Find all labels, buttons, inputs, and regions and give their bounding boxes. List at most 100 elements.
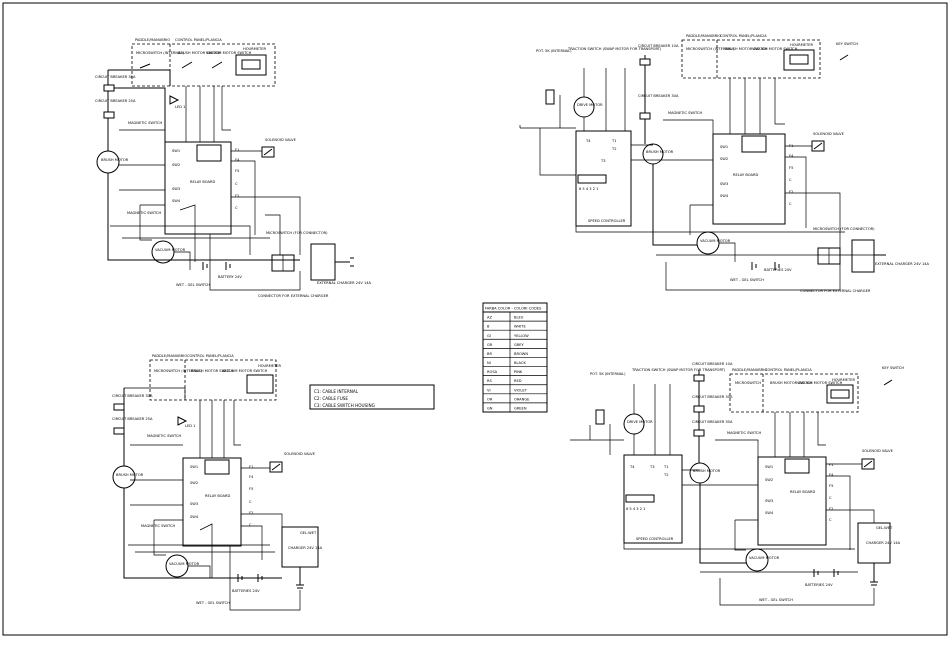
relay-block (196, 144, 222, 162)
legend-color: WHITE (514, 325, 527, 329)
wire-power-main (107, 70, 300, 261)
legend-code: RS (487, 379, 492, 383)
svg-text:C: C (829, 496, 832, 500)
relay-board-label: RELAY BOARD (190, 180, 215, 184)
svg-text:MAGNETIC SWITCH: MAGNETIC SWITCH (147, 434, 182, 438)
svg-text:SW4: SW4 (190, 515, 199, 519)
svg-text:MICROSWITCH (FOR CONNECTOR): MICROSWITCH (FOR CONNECTOR) (813, 227, 875, 231)
svg-text:T1: T1 (611, 139, 616, 143)
brush-motor-label: BRUSH MOTOR (101, 158, 129, 162)
charger-box (281, 526, 319, 568)
diagram-bottom-right: PADDLE/MANUBRIO CONTROL PANEL/PLANCIA MI… (570, 362, 904, 606)
solenoid-label: SOLENOID VALVE (265, 138, 297, 142)
svg-text:CIRCUIT BREAKER 30A: CIRCUIT BREAKER 30A (692, 395, 733, 399)
svg-text:C: C (789, 178, 792, 182)
svg-text:CIRCUIT BREAKER 30A: CIRCUIT BREAKER 30A (692, 420, 733, 424)
svg-text:CIRCUIT BREAKER 30A: CIRCUIT BREAKER 30A (638, 94, 679, 98)
legend-code: NI (487, 361, 491, 365)
panel-right-label: CONTROL PANEL/PLANCIA (175, 38, 222, 42)
svg-text:SOLENOID VALVE: SOLENOID VALVE (813, 132, 845, 136)
svg-text:SW3: SW3 (190, 502, 198, 506)
svg-text:F5: F5 (249, 487, 253, 491)
svg-text:POT. 5K (INTERNAL): POT. 5K (INTERNAL) (536, 49, 572, 53)
legend-code: VI (487, 388, 491, 392)
svg-text:SW4: SW4 (172, 199, 181, 203)
svg-text:EXTERNAL CHARGER 24V 14A: EXTERNAL CHARGER 24V 14A (875, 262, 930, 266)
wet-gel-label: WET - GEL SWITCH (176, 283, 210, 287)
speed-controller (575, 130, 632, 227)
microswitch-contact (139, 63, 151, 69)
cable-note-1: C1: CABLE INTERNAL (314, 389, 359, 394)
relay-board (164, 141, 232, 235)
svg-text:BATTERIES 24V: BATTERIES 24V (232, 589, 260, 593)
svg-text:GEL-WET: GEL-WET (876, 526, 893, 530)
svg-text:SW2: SW2 (765, 478, 773, 482)
svg-text:PADDLE/MANUBRIO: PADDLE/MANUBRIO (686, 34, 721, 38)
svg-text:CIRCUIT BREAKER 25A: CIRCUIT BREAKER 25A (112, 417, 153, 421)
svg-text:BRUSH MOTOR: BRUSH MOTOR (646, 150, 674, 154)
speed-terminals (577, 174, 607, 184)
svg-text:MICROSWITCH (INTERNAL): MICROSWITCH (INTERNAL) (154, 369, 202, 373)
legend-code: B (487, 325, 490, 329)
svg-text:RELAY BOARD: RELAY BOARD (205, 494, 230, 498)
legend-color: BROWN (514, 352, 528, 356)
legend-color: RED (514, 379, 522, 383)
led-label: LED 1 (175, 105, 185, 109)
svg-text:F5: F5 (789, 166, 793, 170)
svg-text:6 5 4 3 2 1: 6 5 4 3 2 1 (579, 187, 598, 191)
svg-text:SW3: SW3 (172, 187, 180, 191)
svg-text:MAGNETIC SWITCH: MAGNETIC SWITCH (668, 111, 703, 115)
svg-text:BATTERIES 24V: BATTERIES 24V (764, 268, 792, 272)
circuit-breaker-2 (103, 111, 115, 119)
legend-code: BR (487, 352, 492, 356)
svg-text:CHARGER 24V 14A: CHARGER 24V 14A (866, 541, 901, 545)
legend-color: YELLOW (514, 334, 529, 338)
svg-text:BRUSH MOTOR SWITCH: BRUSH MOTOR SWITCH (191, 369, 234, 373)
svg-text:WET - GEL SWITCH: WET - GEL SWITCH (759, 598, 793, 602)
svg-text:KEY SWITCH: KEY SWITCH (836, 42, 858, 46)
svg-text:SPEED CONTROLLER: SPEED CONTROLLER (636, 537, 674, 541)
external-charger-box (851, 239, 875, 273)
magnetic-switch-2-label: MAGNETIC SWITCH (127, 211, 162, 215)
brush-switch-label: BRUSH MOTOR SWITCH (178, 51, 221, 55)
external-charger-label: EXTERNAL CHARGER 24V 14A (317, 281, 372, 285)
svg-text:F1: F1 (249, 465, 253, 469)
svg-text:C: C (789, 202, 792, 206)
svg-text:F2: F2 (235, 194, 239, 198)
cable-note-2: C2: CABLE FUSE (314, 396, 348, 401)
svg-text:MAGNETIC SWITCH: MAGNETIC SWITCH (727, 431, 762, 435)
panel-left-label: PADDLE/MANUBRIO (135, 38, 170, 42)
svg-text:T4: T4 (585, 139, 591, 143)
svg-text:WET - GEL SWITCH: WET - GEL SWITCH (196, 601, 230, 605)
svg-text:F4: F4 (829, 473, 834, 477)
svg-text:HOURMETER: HOURMETER (790, 43, 813, 47)
legend-color: BLACK (514, 361, 526, 365)
control-panel-outline (681, 39, 821, 79)
brush-motor (642, 143, 664, 165)
svg-text:TRACTION SWITCH (SWAP MOTOR FO: TRACTION SWITCH (SWAP MOTOR FOR TRANSPOR… (567, 47, 662, 51)
legend-code: GR (487, 343, 493, 347)
svg-text:SW1: SW1 (172, 149, 180, 153)
svg-text:MICROSWITCH (INTERNAL): MICROSWITCH (INTERNAL) (686, 47, 734, 51)
svg-text:PADDLE/MANUBRIO: PADDLE/MANUBRIO (732, 368, 767, 372)
connector-label: CONNECTOR FOR EXTERNAL CHARGER (258, 294, 329, 298)
cable-note-3: C3: CABLE SWITCH HOUSING (314, 403, 375, 408)
svg-text:T4: T4 (629, 465, 635, 469)
svg-text:BRUSH MOTOR SWITCH: BRUSH MOTOR SWITCH (725, 47, 768, 51)
magnetic-switch-1-label: MAGNETIC SWITCH (128, 121, 163, 125)
svg-text:F5: F5 (235, 169, 239, 173)
legend-color: PINK (514, 370, 523, 374)
brush-motor (689, 462, 711, 484)
diagram-top-left: PADDLE/MANUBRIO CONTROL PANEL/PLANCIA MI… (95, 38, 372, 298)
svg-text:T3: T3 (649, 465, 654, 469)
svg-text:SW3: SW3 (765, 499, 773, 503)
svg-text:CONTROL PANEL/PLANCIA: CONTROL PANEL/PLANCIA (187, 354, 234, 358)
svg-text:BRUSH MOTOR SWITCH: BRUSH MOTOR SWITCH (770, 381, 813, 385)
svg-text:SPEED CONTROLLER: SPEED CONTROLLER (588, 219, 626, 223)
diagram-top-right: PADDLE/MANUBRIO CONTROL PANEL/PLANCIA MI… (519, 34, 930, 293)
potentiometer (545, 89, 555, 105)
cable-notes-box: C1: CABLE INTERNAL C2: CABLE FUSE C3: CA… (309, 384, 435, 410)
